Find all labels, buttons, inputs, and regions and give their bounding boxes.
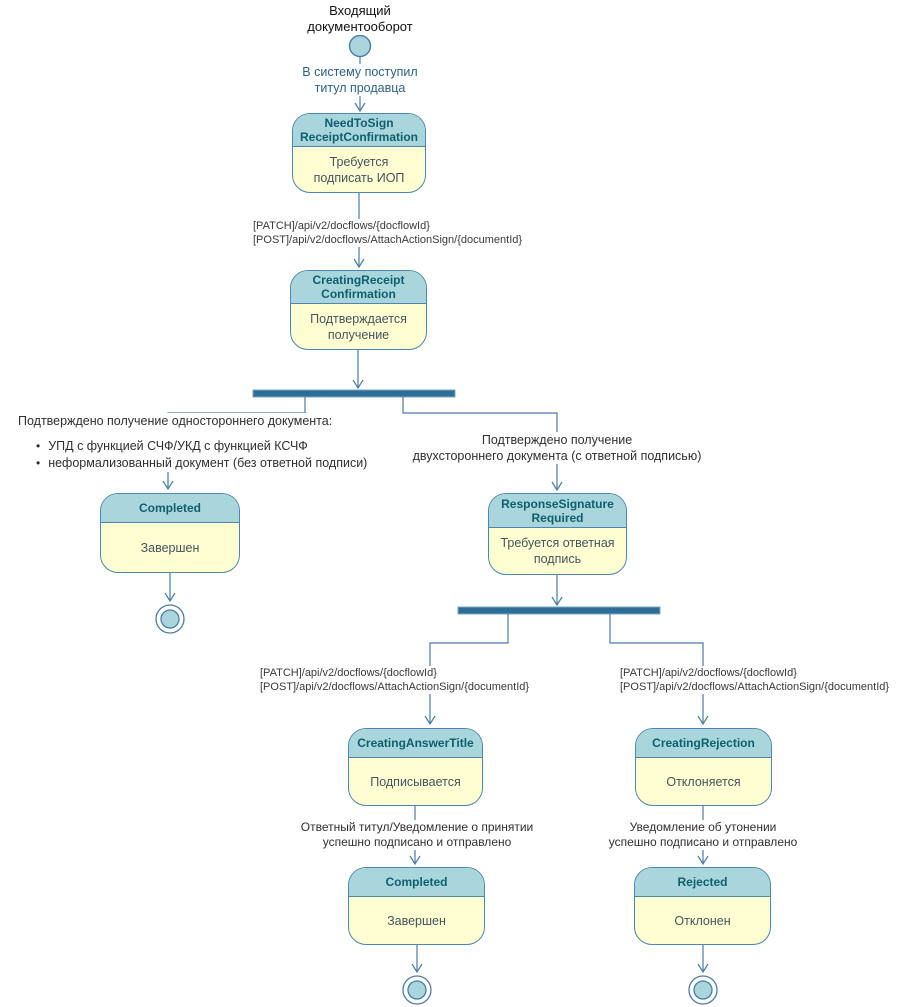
fork-bar-2 — [457, 606, 661, 615]
bullet-dot-icon: • — [36, 439, 41, 453]
connector-creatingreceipt-to-fork1 — [352, 350, 364, 390]
state-completed-left: Completed Завершен — [100, 493, 240, 573]
state-desc: Отклонен — [674, 913, 731, 928]
transition-label-answer-sent: Ответный титул/Уведомление о принятии ус… — [287, 820, 547, 850]
state-creating-answer-title: CreatingAnswerTitle Подписывается — [348, 728, 483, 806]
state-response-signature-required: ResponseSignature Required Требуется отв… — [488, 493, 627, 575]
connector-completedleft-to-final — [164, 573, 176, 603]
state-desc: Завершен — [387, 913, 446, 928]
diagram-title-line: Входящий — [329, 3, 391, 18]
diagram-title-line: документооборот — [307, 19, 413, 34]
bullet-item: • неформализованный документ (без ответн… — [36, 456, 368, 470]
state-desc: Подтверждается получение — [310, 311, 407, 342]
transition-label-one-sided: Подтверждено получение одностороннего до… — [18, 413, 374, 472]
state-name: CreatingRejection — [636, 729, 771, 758]
state-creating-receipt-confirmation: CreatingReceipt Confirmation Подтверждае… — [290, 270, 427, 350]
fork-bar-1 — [252, 389, 456, 398]
state-desc: Завершен — [140, 540, 200, 555]
one-sided-title: Подтверждено получение одностороннего до… — [18, 414, 333, 428]
transition-label-incoming-title: В систему поступил титул продавца — [270, 64, 450, 96]
state-desc: Требуется ответная подпись — [500, 536, 615, 566]
transition-label-api-sign-2: [PATCH]/api/v2/docflows/{docflowId} [POS… — [260, 666, 530, 694]
state-name: NeedToSign ReceiptConfirmation — [293, 114, 425, 147]
bullet-item: • УПД с функцией СЧФ/УКД с функцией КСЧФ — [36, 439, 308, 453]
state-name: ResponseSignature Required — [489, 494, 626, 528]
diagram-title: Входящий документооборот — [260, 3, 460, 35]
state-rejected: Rejected Отклонен — [634, 867, 771, 945]
connector-responsesignature-to-fork2 — [551, 575, 563, 607]
initial-state-node — [348, 34, 372, 58]
state-creating-rejection: CreatingRejection Отклоняется — [635, 728, 772, 806]
state-name: Completed — [349, 868, 484, 897]
state-need-to-sign-receipt-confirmation: NeedToSign ReceiptConfirmation Требуется… — [292, 113, 426, 193]
state-name: CreatingAnswerTitle — [349, 729, 482, 758]
state-desc: Отклоняется — [666, 774, 741, 789]
state-name: CreatingReceipt Confirmation — [291, 271, 426, 304]
transition-label-rejection-sent: Уведомление об утонении успешно подписан… — [573, 820, 833, 850]
final-state-node-left — [155, 604, 185, 634]
state-completed-bottom: Completed Завершен — [348, 867, 485, 945]
transition-label-api-sign-3: [PATCH]/api/v2/docflows/{docflowId} [POS… — [620, 666, 890, 694]
state-name: Rejected — [635, 868, 770, 897]
transition-label-two-sided: Подтверждено получение двухстороннего до… — [407, 432, 707, 464]
state-name: Completed — [101, 494, 239, 523]
final-state-node-bottom-right — [688, 975, 718, 1005]
final-state-node-bottom-left — [402, 975, 432, 1005]
one-sided-bullets: • УПД с функцией СЧФ/УКД с функцией КСЧФ… — [18, 438, 374, 471]
connector-rejected-to-final — [697, 945, 709, 974]
state-desc: Требуется подписать ИОП — [313, 154, 405, 185]
connector-completedbottom-to-final — [411, 945, 423, 974]
bullet-dot-icon: • — [36, 456, 41, 470]
state-desc: Подписывается — [370, 774, 461, 789]
transition-label-api-sign-1: [PATCH]/api/v2/docflows/{docflowId} [POS… — [253, 219, 523, 247]
